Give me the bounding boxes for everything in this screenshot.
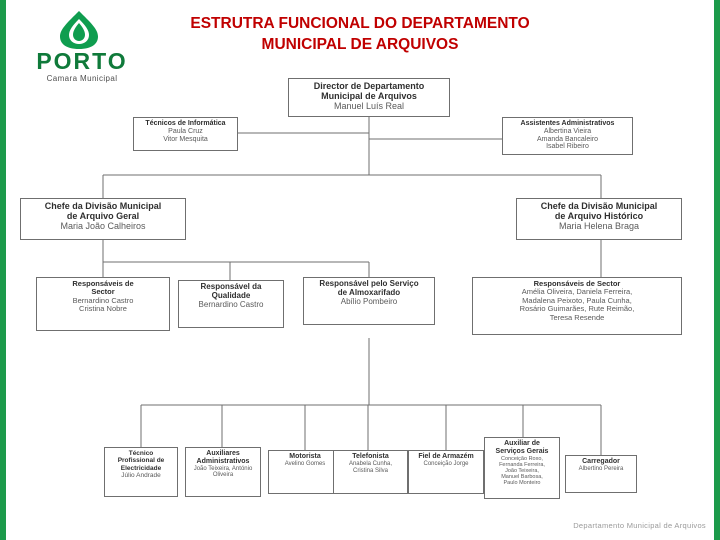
node-auxiliar-servicos-gerais-name-2: Fernanda Ferreira, (499, 461, 545, 468)
node-chefe-arquivo-historico-name-1: Maria Helena Braga (558, 221, 640, 232)
node-chefe-arquivo-geral-name-1: Maria João Calheiros (60, 221, 146, 232)
node-responsaveis-sector-geral-header-line1: Responsáveis de (72, 279, 134, 288)
node-assistentes-administrativos-name-3: Isabel Ribeiro (546, 143, 589, 151)
node-responsaveis-sector-geral-name-1: Bernardino Castro (72, 295, 134, 305)
node-tecnico-electricidade-header-line3: Electricidade (120, 464, 162, 472)
node-carregador-header: Carregador (582, 458, 620, 465)
node-responsavel-qualidade[interactable]: Responsável da Qualidade Bernardino Cast… (178, 280, 284, 328)
node-auxiliar-servicos-gerais-header-line1: Auxiliar de (504, 440, 540, 447)
node-responsavel-qualidade-name-1: Bernardino Castro (198, 299, 264, 309)
node-tecnico-electricidade-header-line1: Técnico (128, 450, 154, 457)
node-chefe-arquivo-geral-header-line1: Chefe da Divisão Municipal (44, 201, 162, 211)
node-responsaveis-sector-historico-name-2: Madalena Peixoto, Paula Cunha, (522, 295, 632, 305)
node-responsavel-almoxarifado[interactable]: Responsável pelo Serviço de Almoxarifado… (303, 277, 435, 325)
node-chefe-arquivo-historico[interactable]: Chefe da Divisão Municipal de Arquivo Hi… (516, 198, 682, 240)
node-director-name-1: Manuel Luís Real (333, 101, 405, 112)
porto-logo: PORTO Camara Municipal (22, 10, 142, 88)
node-motorista-name-1: Avelino Gomes (284, 460, 326, 467)
porto-logo-subtitle: Camara Municipal (46, 74, 118, 83)
node-telefonista-header: Telefonista (352, 453, 389, 460)
node-director[interactable]: Director de Departamento Municipal de Ar… (288, 78, 450, 117)
footer-watermark: Departamento Municipal de Arquivos (573, 521, 706, 530)
node-carregador-name-1: Albertino Pereira (578, 465, 624, 472)
page-title: ESTRUTRA FUNCIONAL DO DEPARTAMENTO MUNIC… (140, 14, 580, 56)
node-fiel-armazem[interactable]: Fiel de Armazém Conceição Jorge (408, 450, 484, 494)
node-tecnicos-informatica-name-2: Vitor Mesquita (163, 135, 208, 143)
node-auxiliares-administrativos-name-1: João Teixeira, António (193, 465, 253, 472)
node-assistentes-administrativos-header: Assistentes Administrativos (520, 120, 615, 127)
node-director-header-line2: Municipal de Arquivos (321, 91, 417, 102)
node-responsaveis-sector-historico-name-1: Amélia Oliveira, Daniela Ferreira, (521, 287, 633, 297)
page-title-line1: ESTRUTRA FUNCIONAL DO DEPARTAMENTO (190, 15, 530, 32)
node-tecnicos-informatica[interactable]: Técnicos de Informática Paula Cruz Vitor… (133, 117, 238, 151)
node-responsaveis-sector-historico-name-3: Rosário Guimarães, Rute Reimão, (519, 304, 635, 314)
node-auxiliar-servicos-gerais-name-5: Paulo Monteiro (503, 480, 541, 487)
node-responsaveis-sector-geral-header-line2: Sector (91, 287, 115, 297)
left-accent-bar (0, 0, 6, 540)
node-auxiliares-administrativos-name-2: Oliveira (212, 472, 234, 479)
node-responsavel-qualidade-header-line2: Qualidade (211, 290, 251, 300)
node-chefe-arquivo-historico-header-line1: Chefe da Divisão Municipal (540, 201, 658, 211)
node-auxiliares-administrativos-header-line1: Auxiliares (206, 450, 240, 457)
node-responsaveis-sector-geral[interactable]: Responsáveis de Sector Bernardino Castro… (36, 277, 170, 331)
node-fiel-armazem-name-1: Conceição Jorge (423, 460, 469, 467)
node-assistentes-administrativos-name-1: Albertina Vieira (543, 127, 592, 135)
node-chefe-arquivo-geral-header-line2: de Arquivo Geral (66, 211, 140, 222)
porto-wordmark: PORTO (36, 48, 128, 74)
node-tecnicos-informatica-header: Técnicos de Informática (145, 120, 226, 127)
node-responsavel-almoxarifado-name-1: Abílio Pombeiro (340, 296, 398, 306)
node-carregador[interactable]: Carregador Albertino Pereira (565, 455, 637, 493)
node-auxiliares-administrativos-header-line2: Administrativos (196, 457, 250, 465)
node-tecnico-electricidade-name-1: Júlio Andrade (121, 471, 161, 479)
node-auxiliar-servicos-gerais-name-4: Manuel Barbosa, (501, 474, 543, 481)
node-telefonista-name-2: Cristina Silva (352, 467, 388, 474)
node-telefonista-name-1: Anabela Cunha, (348, 460, 393, 467)
node-responsaveis-sector-historico-header: Responsáveis de Sector (533, 279, 621, 288)
node-assistentes-administrativos-name-2: Amanda Bancaleiro (536, 135, 599, 143)
node-chefe-arquivo-historico-header-line2: de Arquivo Histórico (554, 211, 644, 222)
node-director-header-line1: Director de Departamento (313, 81, 425, 91)
node-tecnicos-informatica-name-1: Paula Cruz (168, 127, 203, 135)
porto-droplet-icon (52, 10, 106, 50)
node-auxiliar-servicos-gerais[interactable]: Auxiliar de Serviços Gerais Conceição Ro… (484, 437, 560, 499)
node-auxiliar-servicos-gerais-header-line2: Serviços Gerais (495, 447, 549, 455)
node-fiel-armazem-header: Fiel de Armazém (418, 453, 474, 460)
node-responsaveis-sector-historico[interactable]: Responsáveis de Sector Amélia Oliveira, … (472, 277, 682, 335)
node-responsavel-almoxarifado-header-line2: de Almoxarifado (337, 287, 401, 297)
node-responsavel-qualidade-header-line1: Responsável da (200, 282, 262, 291)
node-tecnico-electricidade-header-line2: Profissional de (117, 457, 165, 465)
node-responsaveis-sector-geral-name-2: Cristina Nobre (79, 304, 127, 314)
node-responsaveis-sector-historico-name-4: Teresa Resende (549, 312, 605, 322)
node-chefe-arquivo-geral[interactable]: Chefe da Divisão Municipal de Arquivo Ge… (20, 198, 186, 240)
right-accent-bar (714, 0, 720, 540)
node-responsavel-almoxarifado-header-line1: Responsável pelo Serviço (319, 279, 419, 288)
node-auxiliares-administrativos[interactable]: Auxiliares Administrativos João Teixeira… (185, 447, 261, 497)
node-motorista[interactable]: Motorista Avelino Gomes (268, 450, 342, 494)
node-tecnico-electricidade[interactable]: Técnico Profissional de Electricidade Jú… (104, 447, 178, 497)
node-auxiliar-servicos-gerais-name-3: João Teixeira, (505, 467, 539, 474)
node-assistentes-administrativos[interactable]: Assistentes Administrativos Albertina Vi… (502, 117, 633, 155)
page-title-line2: MUNICIPAL DE ARQUIVOS (261, 35, 459, 53)
node-telefonista[interactable]: Telefonista Anabela Cunha, Cristina Silv… (333, 450, 408, 494)
node-auxiliar-servicos-gerais-name-1: Conceição Roxo, (501, 455, 543, 462)
node-motorista-header: Motorista (289, 453, 321, 460)
